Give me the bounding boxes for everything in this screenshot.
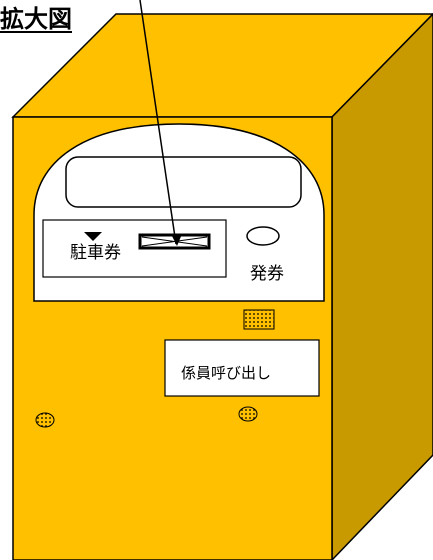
down-arrow-icon (84, 232, 102, 241)
speaker-right (238, 406, 258, 422)
speaker-left (35, 412, 55, 428)
callout-leader-line (139, 0, 177, 245)
callout-arrowhead (171, 234, 182, 246)
staff-call-label: 係員呼び出し (181, 364, 272, 382)
issue-button[interactable] (246, 226, 280, 246)
ticket-slot-cross-2 (141, 236, 208, 247)
front-panel (33, 123, 325, 428)
display-window (65, 156, 302, 208)
ticket-slot-label: 駐車券 (70, 243, 121, 263)
staff-call-button[interactable] (164, 339, 320, 397)
issue-button-label: 発券 (250, 264, 284, 284)
enlarged-view-title: 拡大図 (0, 5, 72, 33)
indicator-lamp (243, 309, 275, 330)
